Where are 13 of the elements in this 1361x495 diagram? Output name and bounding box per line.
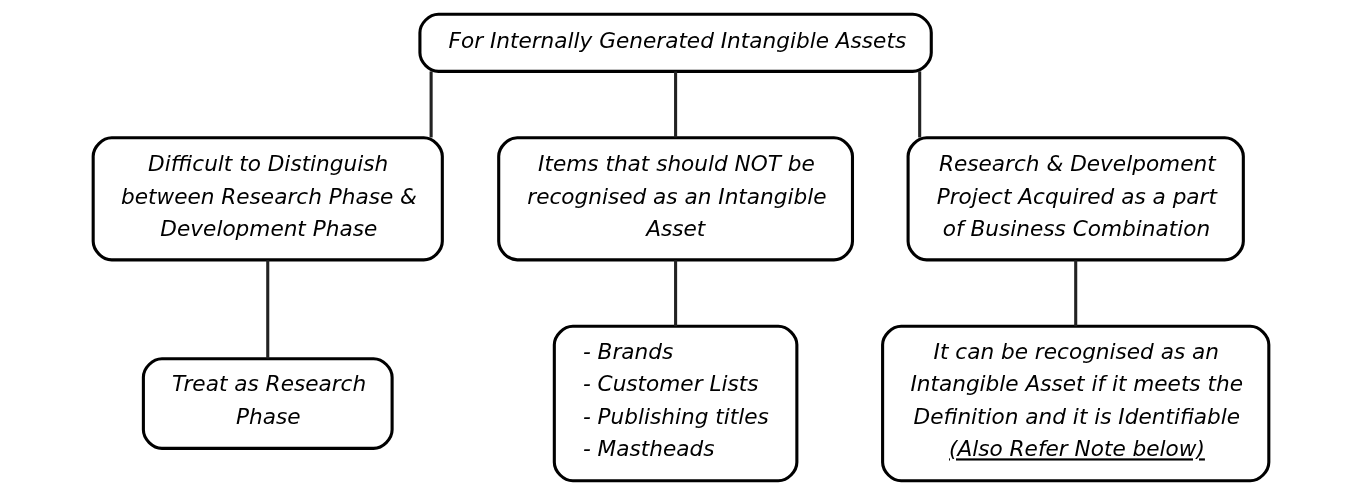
connector bbox=[673, 260, 677, 327]
connector bbox=[1073, 260, 1077, 327]
node-box: Treat as Research Phase bbox=[141, 357, 394, 450]
connector bbox=[673, 71, 677, 138]
connector bbox=[265, 260, 269, 359]
node-box: Research & Develpoment Project Acquired as a part of Business Combination bbox=[906, 136, 1245, 262]
node-box: - Brands - Customer Lists - Publishing titles - Mastheads bbox=[552, 324, 798, 483]
node-box: Difficult to Distinguish between Research Phase & Development Phase bbox=[91, 136, 444, 262]
connector bbox=[429, 71, 433, 138]
node-box: Items that should NOT be recognised as an Intangible Asset bbox=[496, 136, 854, 262]
node-box: For Internally Generated Intangible Assets bbox=[417, 12, 933, 73]
connector bbox=[917, 71, 921, 138]
node-box: It can be recognised as an Intangible Asset if it meets the Definition and it is Identifiable (Also Refer Note below) bbox=[880, 324, 1270, 483]
